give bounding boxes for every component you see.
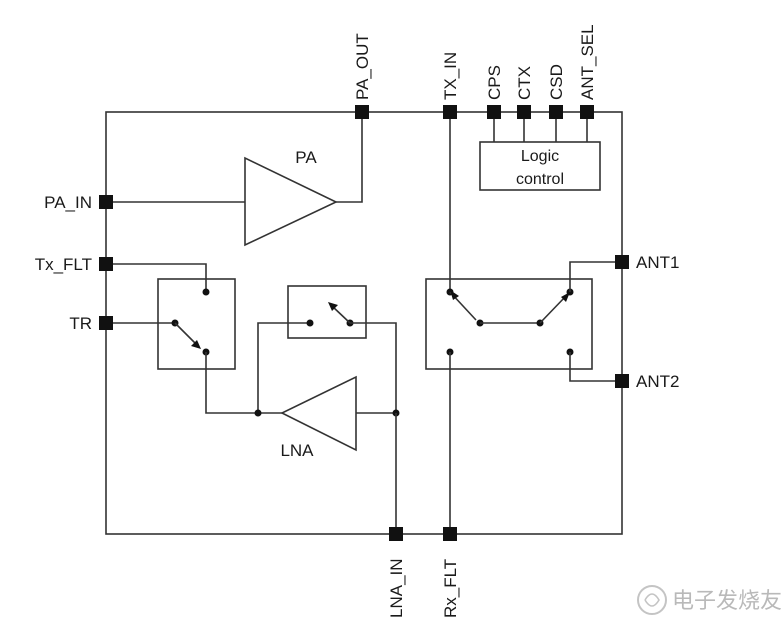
pin-tx-flt <box>99 257 113 271</box>
pa-label: PA <box>295 148 317 167</box>
label-lna-in: LNA_IN <box>387 558 406 618</box>
label-ctx: CTX <box>515 66 534 100</box>
pin-tr <box>99 316 113 330</box>
pin-ant2 <box>615 374 629 388</box>
lna-bypass-switch-box <box>287 285 367 339</box>
logic-control-label-line1: Logic <box>521 148 559 165</box>
pin-pa-in <box>99 195 113 209</box>
label-ant-sel: ANT_SEL <box>578 24 597 100</box>
svg-text:电子发烧友: 电子发烧友 <box>672 589 782 614</box>
label-tx-in: TX_IN <box>441 52 460 100</box>
label-csd: CSD <box>547 64 566 100</box>
logic-control-label-line2: control <box>516 171 564 188</box>
lna-amplifier <box>280 375 357 452</box>
label-rx-flt: Rx_FLT <box>441 559 460 618</box>
label-tx-flt: Tx_FLT <box>35 255 92 274</box>
pin-lna-in <box>389 527 403 541</box>
pin-rx-flt <box>443 527 457 541</box>
label-pa-out: PA_OUT <box>353 33 372 100</box>
label-cps: CPS <box>485 65 504 100</box>
label-ant2: ANT2 <box>636 372 679 391</box>
lna-label: LNA <box>280 441 314 460</box>
logic-control-block <box>479 141 601 191</box>
pin-ant1 <box>615 255 629 269</box>
pin-ant-sel <box>580 105 594 119</box>
pa-amplifier <box>244 156 338 247</box>
pin-tx-in <box>443 105 457 119</box>
tx-rx-switch-box <box>157 278 236 370</box>
pin-ctx <box>517 105 531 119</box>
label-ant1: ANT1 <box>636 253 679 272</box>
pin-cps <box>487 105 501 119</box>
label-pa-in: PA_IN <box>44 193 92 212</box>
pin-csd <box>549 105 563 119</box>
label-tr: TR <box>69 314 92 333</box>
watermark: 电子发烧友 <box>637 585 782 615</box>
antenna-switch-box <box>425 278 593 370</box>
pin-pa-out <box>355 105 369 119</box>
